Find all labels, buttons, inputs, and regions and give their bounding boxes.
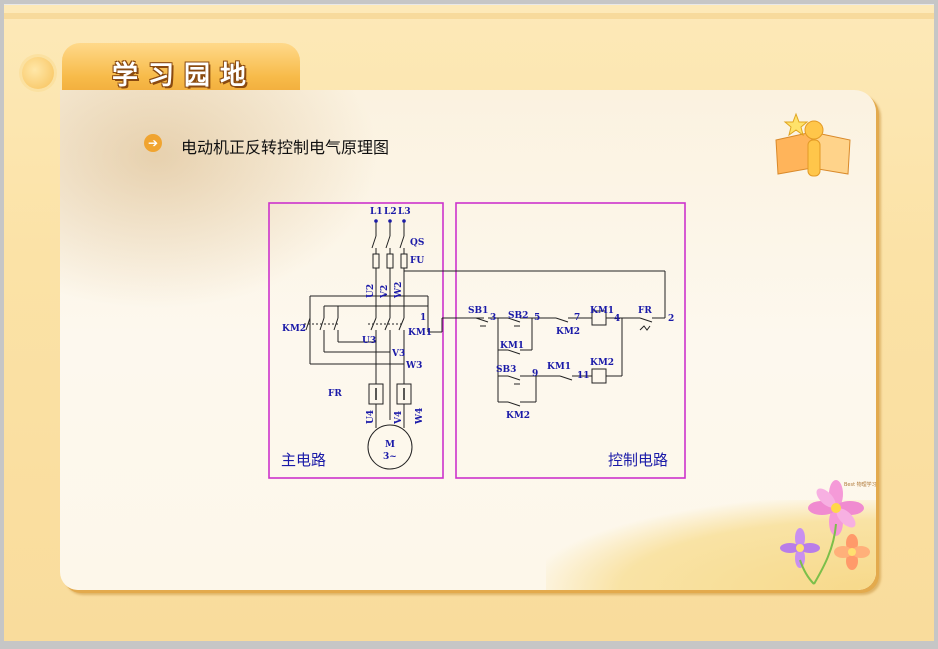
- label-km1-coil: KM1: [590, 306, 614, 316]
- label-fu: FU: [410, 256, 424, 266]
- fr-thermal-icon: [639, 325, 651, 331]
- label-node-11: 11: [577, 371, 590, 381]
- label-node-2: 2: [668, 314, 674, 324]
- header-tab: [62, 43, 300, 99]
- label-km2-main: KM2: [282, 324, 306, 334]
- control-circuit-frame: [455, 202, 686, 479]
- label-sb2: SB2: [508, 311, 528, 321]
- label-v4: V4: [394, 411, 404, 425]
- main-circuit-frame: [268, 202, 444, 479]
- panel-wash: [60, 90, 380, 310]
- top-stripe: [4, 13, 934, 19]
- label-v3: V3: [391, 349, 405, 359]
- label-node-5: 5: [534, 313, 540, 323]
- label-motor-phase: 3~: [383, 452, 397, 462]
- header-title: 学习园地: [112, 61, 257, 91]
- label-node-1: 1: [420, 313, 426, 323]
- label-node-3: 3: [490, 313, 496, 323]
- main-circuit-wires: [304, 222, 666, 470]
- label-u4: U4: [366, 410, 376, 424]
- panel-wave: [546, 500, 876, 590]
- label-qs: QS: [410, 238, 424, 248]
- label-l2: L2: [384, 207, 397, 217]
- slide-subtitle: 电动机正反转控制电气原理图: [181, 138, 390, 157]
- label-node-4: 4: [614, 314, 620, 324]
- label-km2-coil: KM2: [590, 358, 614, 368]
- label-u3: U3: [362, 336, 376, 346]
- label-l3: L3: [398, 207, 411, 217]
- reader-book-icon: [775, 112, 851, 177]
- label-km2-hold: KM2: [506, 411, 530, 421]
- bullet-arrow-glyph: ➔: [148, 136, 159, 150]
- label-w2: W2: [394, 282, 404, 299]
- label-fr-ctrl: FR: [638, 306, 652, 316]
- control-circuit-wires: [470, 310, 665, 407]
- label-w3: W3: [405, 361, 422, 371]
- label-sb1: SB1: [468, 306, 488, 316]
- label-node-9: 9: [532, 369, 538, 379]
- label-w4: W4: [415, 408, 425, 425]
- main-circuit-caption: 主电路: [281, 451, 326, 469]
- label-km2-interlock: KM2: [556, 327, 580, 337]
- label-km1-interlock: KM1: [547, 362, 571, 372]
- label-l1: L1: [370, 207, 383, 217]
- label-motor: M: [385, 440, 395, 450]
- label-u2: U2: [366, 284, 376, 298]
- label-km1-main: KM1: [408, 328, 432, 338]
- label-node-7: 7: [574, 313, 580, 323]
- label-fr-main: FR: [328, 389, 342, 399]
- bullet-arrow-icon: [144, 134, 162, 152]
- watermark: Best 物理学习: [844, 481, 877, 488]
- content-panel: [60, 90, 876, 590]
- label-km1-hold: KM1: [500, 341, 524, 351]
- label-sb3: SB3: [496, 365, 516, 375]
- flowers-icon: Best 物理学习: [780, 480, 877, 585]
- label-v2: V2: [380, 285, 390, 299]
- arrow-badge-icon: [22, 57, 54, 89]
- supply-terminals: [374, 219, 406, 223]
- control-circuit-caption: 控制电路: [608, 451, 668, 469]
